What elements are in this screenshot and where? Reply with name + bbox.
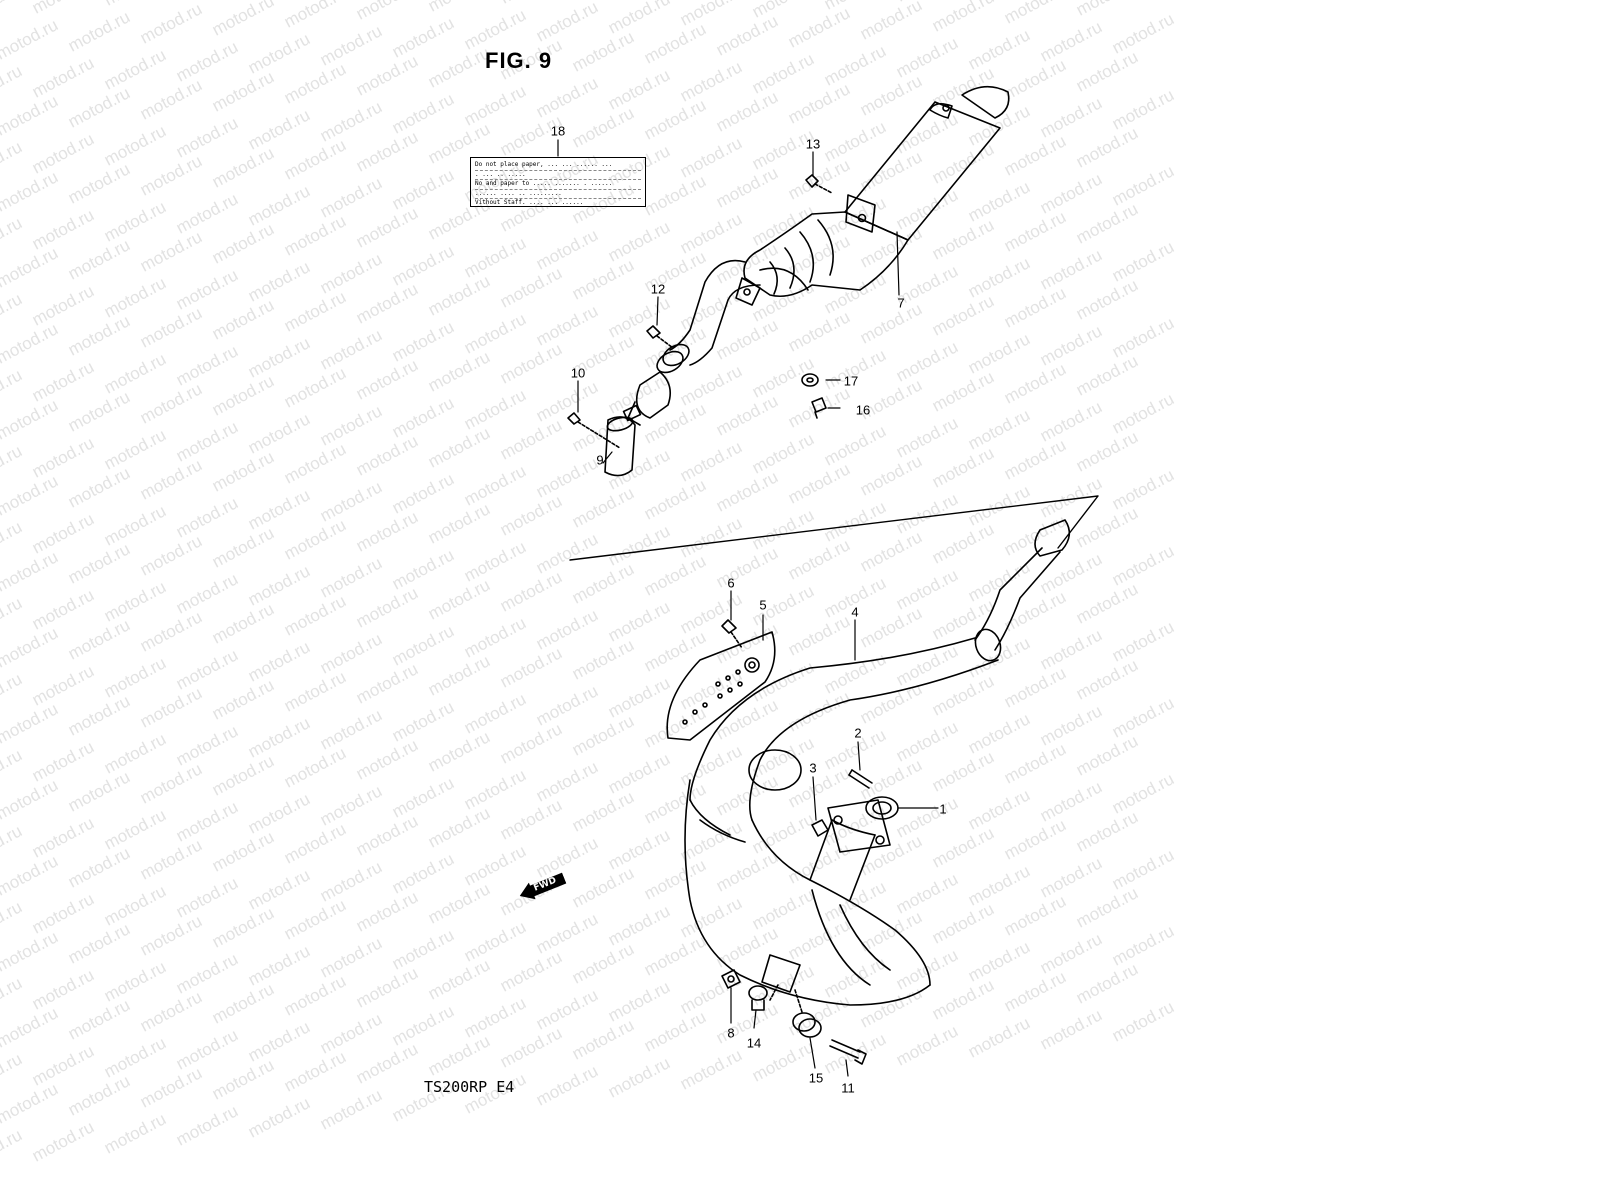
- collar-14-icon: [748, 985, 768, 1011]
- sticker-line-2: . ... .. .....: [475, 171, 641, 180]
- bolt-13-icon: [805, 174, 833, 194]
- sticker-line-4: ...... .... .. .........: [475, 190, 641, 199]
- bolt-12-icon: [646, 325, 674, 349]
- callout-17: 17: [843, 373, 859, 389]
- callout-13: 13: [805, 136, 821, 152]
- callout-11: 11: [841, 1080, 855, 1096]
- callout-6: 6: [727, 575, 735, 591]
- callout-2: 2: [854, 725, 862, 741]
- sticker-line-1: Do not place paper, ... ... ...... ...: [475, 161, 641, 171]
- callout-9: 9: [596, 452, 604, 468]
- stud-bolt-2-icon: [848, 769, 873, 789]
- warning-label-sticker: Do not place paper, ... ... ...... ... .…: [470, 157, 646, 207]
- callout-7: 7: [897, 295, 905, 311]
- collar-16-icon: [811, 397, 827, 419]
- callout-18: 18: [550, 123, 566, 139]
- assembly-link-line: [569, 495, 1099, 561]
- callout-8: 8: [727, 1025, 735, 1041]
- expansion-chamber: [684, 519, 1071, 1013]
- callout-5: 5: [759, 597, 767, 613]
- heat-guard-5: [666, 631, 776, 741]
- callout-16: 16: [855, 402, 871, 418]
- callout-1: 1: [939, 801, 947, 817]
- washer-15-icon: [792, 1012, 822, 1038]
- callout-10: 10: [570, 365, 586, 381]
- bolt-11-icon: [829, 1039, 867, 1065]
- grommet-17-icon: [801, 373, 819, 387]
- bolt-6-icon: [721, 619, 743, 649]
- sticker-line-3: No and paper to ..... ....... . ......: [475, 180, 641, 190]
- figure-title: FIG. 9: [485, 48, 553, 73]
- callout-3: 3: [809, 760, 817, 776]
- silencer-assembly: [604, 85, 1010, 477]
- callout-12: 12: [650, 281, 666, 297]
- nut-8-icon: [721, 969, 741, 989]
- sticker-line-5: Vithout Staff. .... ... ......: [475, 199, 641, 206]
- bolt-10-icon: [567, 412, 621, 449]
- model-code: TS200RP E4: [424, 1078, 515, 1096]
- callout-4: 4: [851, 604, 859, 620]
- callout-14: 14: [746, 1035, 762, 1051]
- leader-lines: [557, 139, 939, 1077]
- nut-3-icon: [811, 819, 829, 837]
- callout-15: 15: [808, 1070, 824, 1086]
